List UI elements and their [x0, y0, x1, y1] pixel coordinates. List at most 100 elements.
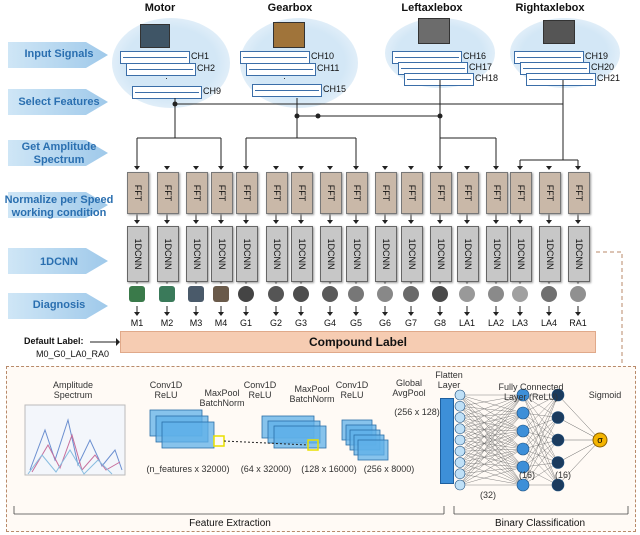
cnn-block: 1DCNN — [539, 226, 561, 282]
leftaxlebox-title: Leftaxlebox — [401, 2, 463, 14]
dim0-label: (n_features x 32000) — [146, 464, 230, 474]
fault-image — [322, 286, 338, 302]
ch-label: CH19 — [585, 51, 609, 61]
cnn-block: 1DCNN — [510, 226, 532, 282]
signal-ch15 — [252, 84, 322, 97]
fault-image — [541, 286, 557, 302]
compound-label-bar: Compound Label — [120, 331, 596, 353]
fault-image — [188, 286, 204, 302]
fc-label: Fully Connected Layer (ReLU) — [498, 382, 564, 402]
feature-maps — [149, 409, 389, 461]
fft-block: FFT — [127, 172, 149, 214]
step-input-signals: Input Signals — [24, 48, 94, 60]
ch-label: CH10 — [311, 51, 335, 61]
neuron — [551, 478, 565, 492]
fault-label: RA1 — [569, 318, 587, 328]
neuron — [454, 423, 466, 435]
leftaxlebox-photo — [418, 18, 450, 44]
fft-block: FFT — [236, 172, 258, 214]
fault-image — [459, 286, 475, 302]
fft-block: FFT — [211, 172, 233, 214]
fft-block: FFT — [291, 172, 313, 214]
rightaxlebox-photo — [543, 20, 575, 44]
signal-ch2 — [126, 63, 196, 76]
ch-label: CH11 — [317, 63, 340, 73]
ch-label: CH2 — [197, 63, 216, 73]
neuron — [551, 388, 565, 402]
neuron — [454, 479, 466, 491]
neuron — [516, 406, 530, 420]
step-arrow-amplitude — [8, 140, 108, 166]
fault-label: M4 — [214, 318, 228, 328]
cnn-block: 1DCNN — [236, 226, 258, 282]
amplitude-spectrum-plot — [24, 404, 126, 476]
step-1dcnn: 1DCNN — [40, 256, 78, 268]
step-arrow-diagnosis — [8, 293, 108, 319]
fault-label: M1 — [130, 318, 144, 328]
fault-label: G3 — [294, 318, 307, 328]
gearbox-title: Gearbox — [267, 2, 313, 14]
dim2-label: (128 x 16000) — [301, 464, 357, 474]
conv1-label: Conv1D ReLU — [149, 380, 183, 400]
n32-label: (32) — [479, 490, 496, 500]
dim1-label: (64 x 32000) — [240, 464, 292, 474]
signal-ch21 — [526, 73, 596, 86]
motor-photo — [140, 24, 170, 48]
pool2-label: MaxPool BatchNorm — [289, 384, 335, 404]
sigmoid-label: Sigmoid — [588, 390, 622, 400]
step-arrow-input — [8, 42, 108, 68]
neuron — [454, 457, 466, 468]
cnn-block: 1DCNN — [568, 226, 590, 282]
fft-block: FFT — [375, 172, 397, 214]
fault-image — [213, 286, 229, 302]
fft-block: FFT — [486, 172, 508, 214]
ch-label: CH21 — [597, 73, 621, 83]
fault-label: G5 — [349, 318, 362, 328]
cnn-block: 1DCNN — [430, 226, 452, 282]
fft-block: FFT — [186, 172, 208, 214]
step-arrow-1dcnn — [8, 248, 108, 274]
ch-label: CH9 — [203, 86, 222, 96]
ellipsis: · — [165, 73, 168, 83]
fft-block: FFT — [457, 172, 479, 214]
cnn-block: 1DCNN — [457, 226, 479, 282]
fault-image — [512, 286, 528, 302]
step-arrow-select — [8, 89, 108, 115]
step-arrow-normalize — [8, 192, 108, 218]
cnn-block: 1DCNN — [266, 226, 288, 282]
signal-ch11 — [246, 63, 316, 76]
fault-label: G1 — [239, 318, 252, 328]
fft-block: FFT — [401, 172, 423, 214]
fault-label: LA4 — [540, 318, 557, 328]
default-label-title: Default Label: — [24, 336, 84, 346]
fft-block: FFT — [346, 172, 368, 214]
flatten-label: Flatten Layer — [435, 370, 463, 390]
fault-image — [293, 286, 309, 302]
neuron — [454, 412, 466, 423]
signal-ch9 — [132, 86, 202, 99]
cnn-block: 1DCNN — [291, 226, 313, 282]
default-label-value: M0_G0_LA0_RA0 — [36, 349, 110, 359]
cnn-block: 1DCNN — [211, 226, 233, 282]
neuron — [516, 388, 530, 402]
cnn-block: 1DCNN — [375, 226, 397, 282]
amplitude-spectrum-title: Amplitude Spectrum — [52, 380, 94, 400]
pool1-label: MaxPool BatchNorm — [199, 388, 245, 408]
fft-block: FFT — [539, 172, 561, 214]
cnn-block: 1DCNN — [401, 226, 423, 282]
fault-image — [432, 286, 448, 302]
rightaxlebox-title: Rightaxlebox — [515, 2, 585, 14]
neuron — [551, 456, 565, 469]
n16b-label: (16) — [554, 470, 571, 480]
sigma-symbol: σ — [597, 435, 603, 445]
fault-image — [488, 286, 504, 302]
fft-block: FFT — [568, 172, 590, 214]
cnn-block: 1DCNN — [186, 226, 208, 282]
fault-image — [159, 286, 175, 302]
fault-image — [403, 286, 419, 302]
default-arrow — [90, 338, 120, 346]
cnn-block: 1DCNN — [127, 226, 149, 282]
feature-extraction-label: Feature Extraction — [189, 518, 271, 529]
fault-label: G7 — [404, 318, 417, 328]
motor-title: Motor — [144, 2, 176, 14]
